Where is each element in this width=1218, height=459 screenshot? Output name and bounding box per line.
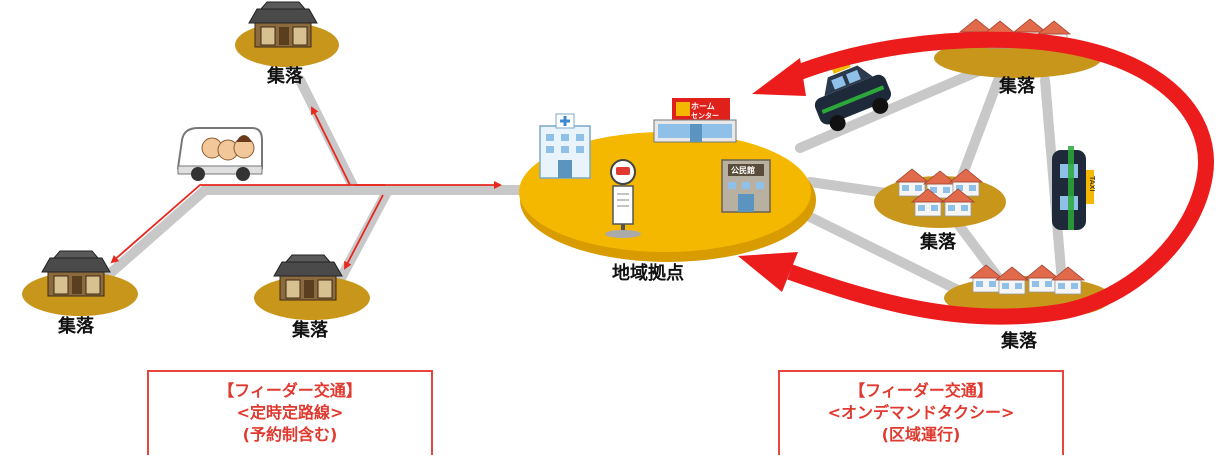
- taxi-upper-icon: [814, 60, 891, 132]
- caption-box-on-demand-line1: 【フィーダー交通】: [849, 381, 993, 400]
- caption-box-on-demand-line3: (区域運行): [881, 425, 961, 444]
- caption-box-fixed-route-line1: 【フィーダー交通】: [218, 381, 362, 400]
- settlement-label-bottom: 集落: [292, 320, 328, 341]
- home-center-sign-line1: ホーム: [691, 102, 715, 111]
- route-arrow-to-bottom-settlement: [344, 194, 384, 270]
- hub-label: 地域拠点: [612, 263, 684, 284]
- settlement-label-left: 集落: [58, 316, 94, 337]
- route-arrow-to-left-settlement: [110, 184, 385, 264]
- caption-box-fixed-route-line2: <定時定路線>: [236, 403, 344, 422]
- route-arrow-to-top-settlement: [311, 106, 351, 186]
- taxi-sign-text: TAXI: [1088, 175, 1096, 191]
- home-center-store-icon: [653, 98, 737, 143]
- settlement-label-right-bottom: 集落: [1001, 331, 1037, 352]
- settlement-left: [22, 250, 138, 316]
- taxi-side-icon: TAXI: [1052, 146, 1096, 230]
- settlement-label-top: 集落: [267, 66, 303, 87]
- hospital-icon: [539, 113, 591, 179]
- settlement-label-right-top: 集落: [999, 76, 1035, 97]
- caption-box-fixed-route-line3: (予約制含む): [242, 425, 338, 444]
- settlement-right-middle: [874, 168, 1006, 228]
- settlement-top: [235, 1, 339, 67]
- roads-left: [100, 75, 545, 285]
- on-demand-loop-arrow: [738, 31, 1214, 325]
- settlement-bottom: [254, 254, 370, 320]
- shared-van-icon: [176, 127, 263, 181]
- route-arrows: [110, 106, 502, 270]
- home-center-sign-line2: センター: [691, 112, 719, 120]
- caption-box-on-demand-line2: <オンデマンドタクシー>: [827, 403, 1015, 422]
- settlement-label-right-middle: 集落: [920, 232, 956, 253]
- bus-stop-icon: [605, 159, 641, 238]
- community-hall-icon: [721, 159, 771, 213]
- caption-box-on-demand: 【フィーダー交通】 <オンデマンドタクシー> (区域運行): [778, 370, 1064, 455]
- caption-box-fixed-route: 【フィーダー交通】 <定時定路線> (予約制含む): [147, 370, 433, 455]
- community-hall-sign: 公民館: [731, 166, 755, 175]
